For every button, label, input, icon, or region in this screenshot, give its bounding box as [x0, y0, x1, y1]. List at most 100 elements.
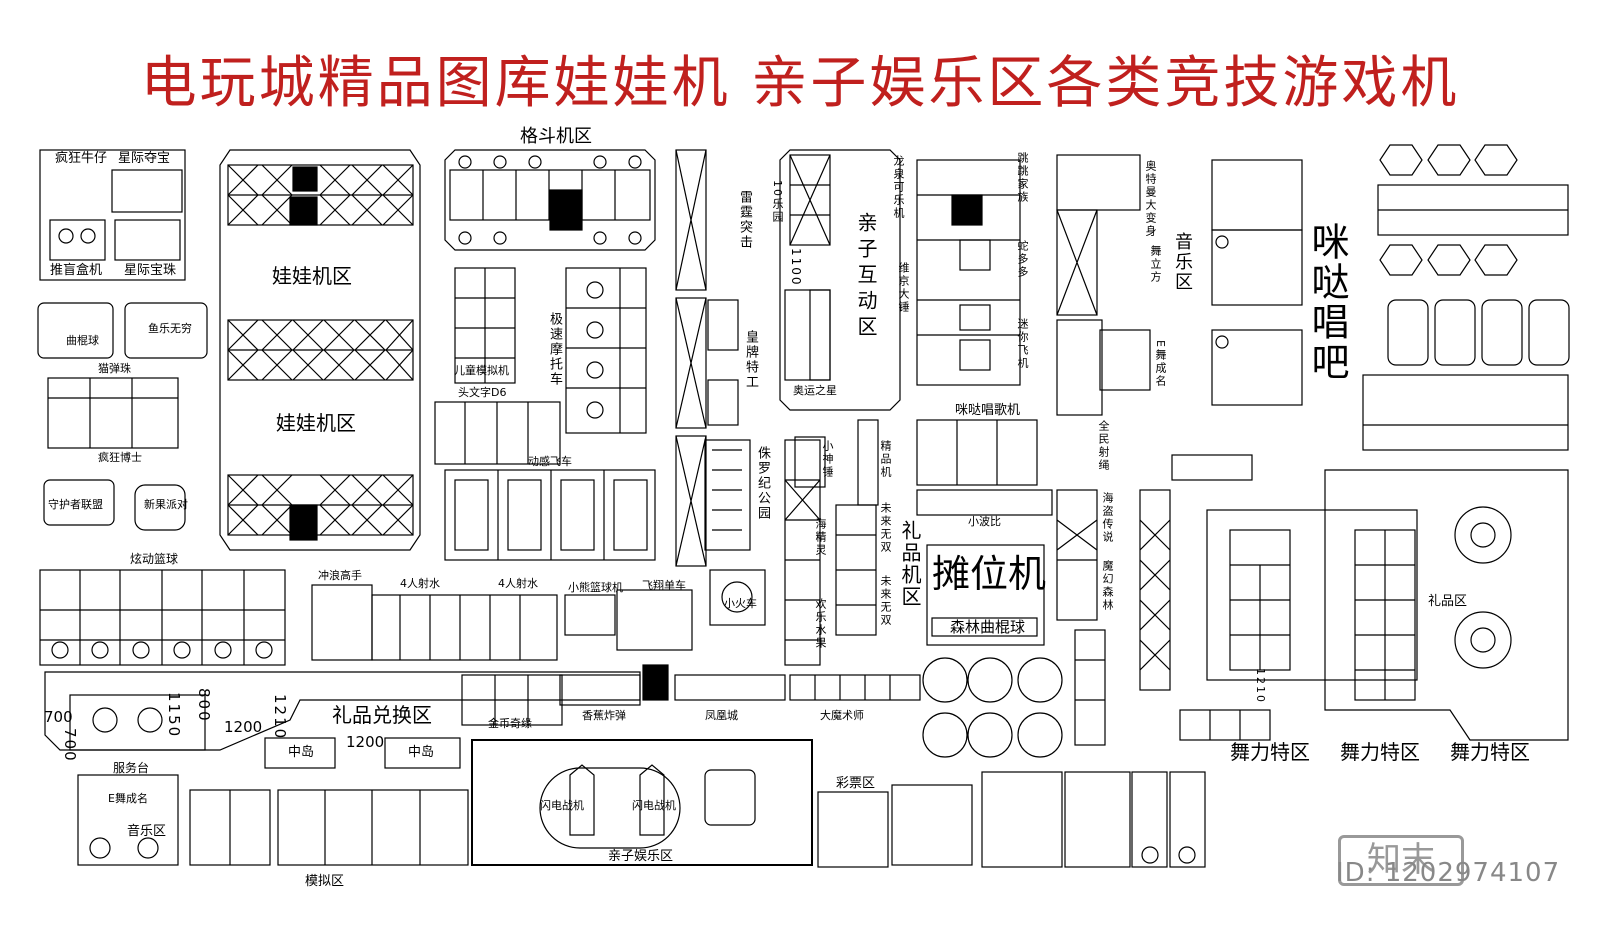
label-surf: 冲浪高手 [318, 569, 362, 582]
label-forest-hockey: 森林曲棍球 [950, 618, 1026, 636]
dance-zone [1179, 469, 1569, 741]
moto-block [565, 267, 647, 434]
label-phoenix: 凤凰城 [705, 709, 738, 722]
label-bear-basket: 小熊篮球机 [568, 581, 623, 594]
label-dance-cube: 舞立方 [1149, 245, 1162, 284]
surf-shoot-block [311, 569, 766, 661]
hockey-block [37, 302, 208, 531]
label-jump-family: 跳跳家族 [1016, 152, 1029, 204]
label-lightning-2: 闪电战机 [632, 799, 676, 812]
label-thunder: 雷霆突击 [737, 190, 752, 250]
doll-machine-row-1 [227, 164, 414, 226]
label-ultraman: 奥特曼大变身 [1144, 160, 1157, 238]
watermark-logo: 知末 [1338, 835, 1464, 886]
label-island-2: 中岛 [408, 745, 435, 760]
label-guardian: 守护者联盟 [48, 498, 103, 511]
label-dragon-spring: 龙泉可乐机 [892, 155, 905, 220]
image-id-label: ID: 1202974107 [1336, 858, 1561, 888]
dragon-spring-block [916, 159, 1021, 386]
label-sea-spirit: 海精灵 [814, 518, 827, 557]
label-gift-zone-v: 礼品机区 [898, 520, 922, 608]
right-middle [1056, 454, 1253, 746]
label-dim-1200b: 1200 [346, 733, 385, 751]
label-future-b: 未来无双 [879, 575, 892, 627]
label-initial-d: 头文字D6 [458, 386, 507, 399]
label-olympic-star: 奥运之星 [793, 384, 837, 397]
label-service-desk: 服务台 [113, 761, 150, 775]
doll-machine-row-3 [227, 474, 414, 541]
label-dance-c: 舞力特区 [1450, 740, 1530, 764]
doll-zone-frame [219, 149, 421, 551]
label-small-hammer: 小神锤 [821, 440, 834, 479]
label-small-train: 小火车 [724, 597, 757, 610]
label-basketball: 炫动篮球 [130, 552, 179, 566]
initial-d-block [434, 401, 561, 465]
label-booth: 摊位机 [932, 552, 1047, 596]
label-kids-drive: 儿童模拟机 [454, 364, 509, 377]
ultraman-block [1056, 154, 1151, 416]
label-mida-machine: 咪哒唱歌机 [955, 403, 1021, 418]
label-royal-agent: 皇牌特工 [743, 330, 758, 390]
label-gold-coin: 金币奇缘 [488, 717, 532, 730]
label-magician: 大魔术师 [820, 709, 864, 722]
label-speed-moto: 极速摩托车 [547, 312, 562, 387]
kids-sim-block [454, 267, 516, 384]
gift-exchange-counter [44, 664, 921, 769]
label-parent-child: 亲子互动区 [854, 212, 878, 342]
label-magic-forest: 魔幻森林 [1101, 560, 1114, 612]
label-future-a: 未来无双 [879, 502, 892, 554]
label-dim-1210a: 1210 [271, 694, 289, 741]
label-flying-bike: 飞翔单车 [642, 579, 686, 592]
label-snake: 蛇多多 [1016, 240, 1029, 279]
label-crazy-doctor: 疯狂博士 [98, 451, 142, 464]
label-cat-ball: 猫弹珠 [98, 362, 131, 375]
label-happy-fruit: 欢乐水果 [814, 598, 827, 650]
page-title: 电玩城精品图库娃娃机 亲子娱乐区各类竞技游戏机 [140, 51, 1460, 116]
parent-child-frame [779, 149, 901, 411]
label-dynamic-fly: 动感飞车 [528, 455, 572, 468]
music-zone-block [1211, 159, 1303, 406]
label-dim-700b: 700 [61, 728, 79, 763]
label-gift-exchange: 礼品兑换区 [332, 703, 432, 727]
label-parent-fun: 亲子娱乐区 [608, 849, 674, 864]
right-cluster [1362, 144, 1570, 451]
label-ten-paradise: 10乐园 [771, 180, 784, 224]
label-gift-zone: 礼品区 [1428, 594, 1468, 609]
label-star-gem: 星际宝珠 [124, 263, 177, 278]
label-small-wave: 小波比 [968, 515, 1001, 528]
label-fish-game: 鱼乐无穷 [148, 322, 192, 335]
label-music-zone: 音乐区 [1172, 232, 1193, 292]
label-island-1: 中岛 [288, 745, 315, 760]
label-shoot4-b: 4人射水 [498, 577, 538, 590]
crazy-cowboy-block [39, 149, 186, 281]
lottery-block [817, 771, 1206, 868]
label-dance-a: 舞力特区 [1230, 740, 1310, 764]
label-dim-700a: 700 [44, 708, 73, 726]
dynamic-fly-block [444, 469, 656, 561]
label-mida-bar: 咪哒唱吧 [1305, 222, 1349, 382]
label-sim-zone: 模拟区 [305, 874, 345, 889]
label-jurassic: 侏罗纪公园 [755, 446, 770, 521]
bottom-left [77, 774, 469, 866]
label-vienna-hammer: 维京大锤 [897, 262, 910, 314]
label-dim-1210b: 1210 [1254, 668, 1267, 704]
label-shoot4-a: 4人射水 [400, 577, 440, 590]
label-dance-b: 舞力特区 [1340, 740, 1420, 764]
middle-column [784, 419, 879, 666]
label-popcorn: 香蕉炸弹 [582, 709, 626, 722]
label-lightning-1: 闪电战机 [540, 799, 584, 812]
parent-fun-frame [471, 739, 813, 866]
label-hockey: 曲棍球 [66, 334, 99, 347]
label-doll-zone-1: 娃娃机区 [272, 264, 352, 288]
label-pirate: 海盗传说 [1101, 492, 1114, 544]
thunder-block [675, 149, 751, 567]
label-lottery: 彩票区 [836, 776, 876, 791]
label-e-dance: E舞成名 [1154, 340, 1167, 388]
label-dim-800: 800 [195, 688, 213, 723]
fighting-zone-block [444, 149, 656, 251]
label-dim-1200a: 1200 [224, 718, 263, 736]
label-fruit-party: 新果派对 [144, 498, 188, 511]
label-music-zone-2: 音乐区 [127, 824, 167, 839]
label-all-shoot: 全民射绳 [1097, 420, 1110, 472]
